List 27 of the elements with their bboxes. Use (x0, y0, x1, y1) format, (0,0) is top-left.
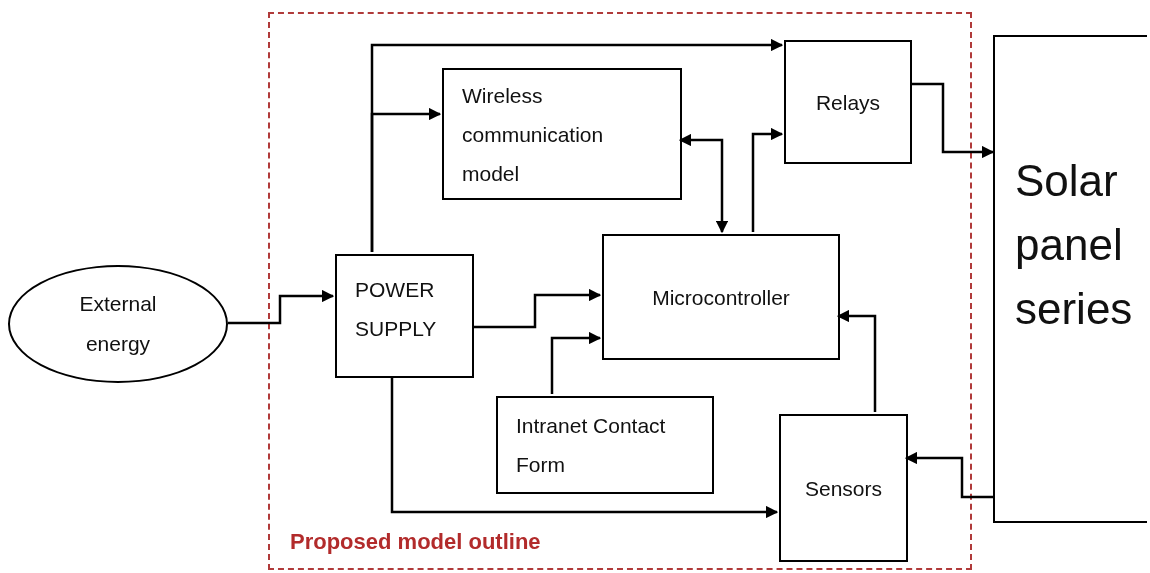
arrow (370, 107, 442, 252)
process-box (442, 68, 682, 200)
node-label: Relays (815, 89, 881, 116)
arrow (390, 376, 779, 519)
arrow (904, 451, 993, 499)
arrow (550, 331, 602, 394)
node-label: Solar panel series (1015, 156, 1133, 333)
process-box (779, 414, 908, 562)
region-title: Proposed model outline (290, 528, 541, 556)
arrow (836, 309, 877, 412)
arrow (228, 289, 335, 325)
node-label: Wireless communication model (462, 82, 605, 187)
process-box (602, 234, 840, 360)
panel-box (993, 35, 1147, 523)
node-label: POWER SUPPLY (355, 277, 438, 342)
arrow (678, 133, 729, 234)
node-label: Microcontroller (652, 284, 790, 311)
node-label: External energy (78, 291, 158, 357)
arrow (472, 288, 602, 329)
node-label: Intranet Contact Form (516, 413, 667, 478)
process-box (496, 396, 714, 494)
process-box (335, 254, 474, 378)
arrow (751, 127, 784, 232)
dashed-region (268, 12, 972, 570)
arrow (910, 82, 995, 159)
node-label: Sensors (804, 475, 882, 502)
process-box (784, 40, 912, 164)
